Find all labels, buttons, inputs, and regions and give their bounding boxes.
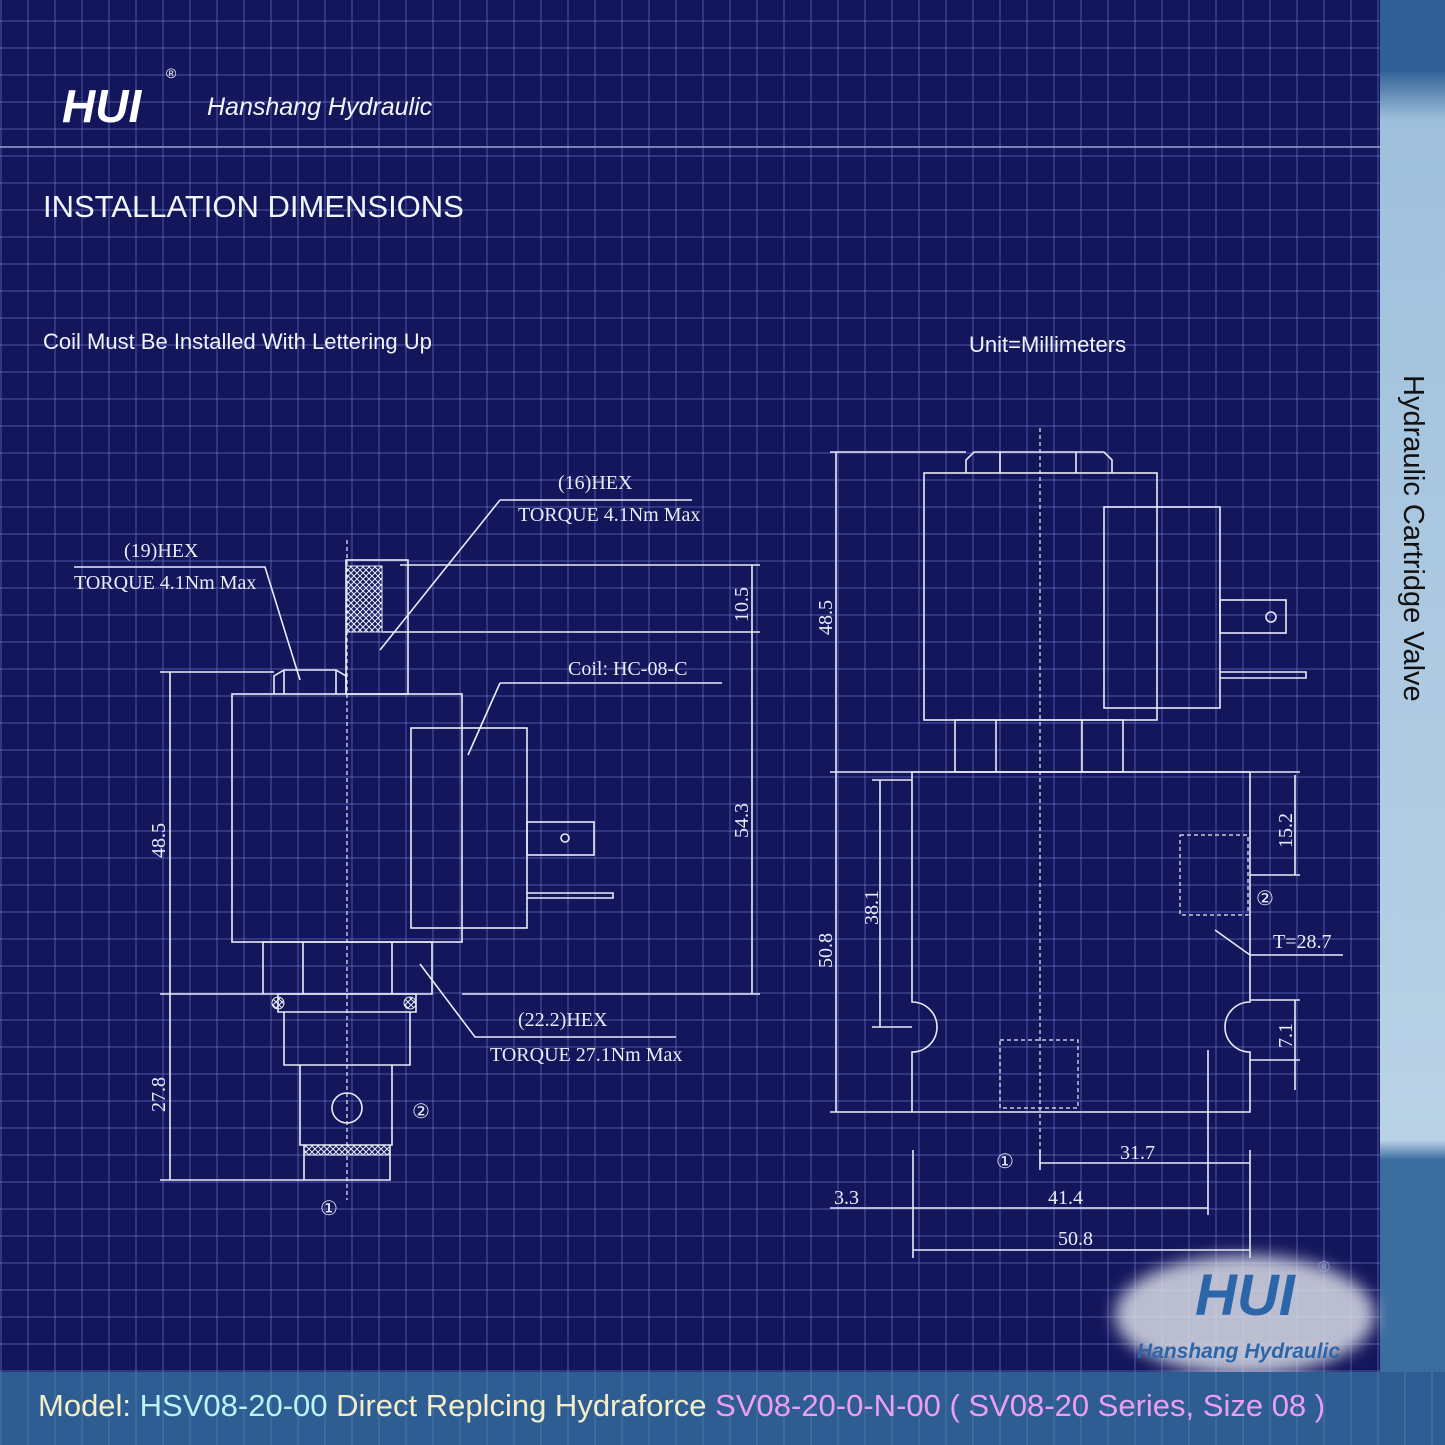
port2-right: ② <box>1256 888 1274 910</box>
dim-top: 10.5 <box>731 587 753 622</box>
right-view <box>830 428 1343 1258</box>
brand-name: Hanshang Hydraulic <box>207 93 433 121</box>
dim-15-2: 15.2 <box>1275 813 1297 848</box>
watermark-brand: Hanshang Hydraulic <box>1137 1340 1340 1363</box>
dim-3-3: 3.3 <box>834 1187 859 1209</box>
port1-right: ① <box>996 1151 1014 1173</box>
blueprint-grid <box>0 0 1380 1372</box>
dim-coil-left: 48.5 <box>148 823 170 858</box>
dim-50-8: 50.8 <box>1058 1228 1093 1250</box>
watermark-registered: ® <box>1318 1259 1330 1276</box>
torque22-label: TORQUE 27.1Nm Max <box>490 1044 682 1066</box>
header-logo: HUI ® <box>62 65 177 132</box>
dim-block: 50.8 <box>815 933 837 968</box>
left-view <box>74 499 760 1200</box>
coil-label: Coil: HC-08-C <box>568 658 687 680</box>
replaced-model: SV08-20-0-N-00 <box>715 1388 941 1423</box>
unit-note: Unit=Millimeters <box>969 332 1126 357</box>
model-number: HSV08-20-00 <box>139 1388 328 1423</box>
side-band <box>1380 0 1445 1372</box>
replace-text: Direct Replcing Hydraforce <box>327 1388 716 1423</box>
torque16-label: TORQUE 4.1Nm Max <box>518 504 700 526</box>
dim-coil-right: 48.5 <box>815 600 837 635</box>
dim-41-4: 41.4 <box>1048 1187 1083 1209</box>
hex16-label: (16)HEX <box>558 472 633 494</box>
page-title: INSTALLATION DIMENSIONS <box>43 189 464 224</box>
torque19-label: TORQUE 4.1Nm Max <box>74 572 256 594</box>
dim-38-1: 38.1 <box>861 890 883 925</box>
install-note: Coil Must Be Installed With Lettering Up <box>43 329 432 354</box>
footer-bar <box>0 1372 1445 1445</box>
port2-left: ② <box>412 1101 430 1123</box>
hex19-label: (19)HEX <box>124 540 199 562</box>
registered-mark: ® <box>166 65 177 81</box>
model-line: Model: HSV08-20-00 Direct Replcing Hydra… <box>38 1388 1325 1424</box>
port1-left: ① <box>320 1198 338 1220</box>
side-label: Hydraulic Cartridge Valve <box>1397 375 1429 702</box>
hex22-label: (22.2)HEX <box>518 1009 608 1031</box>
model-label: Model: <box>38 1388 140 1423</box>
dim-31-7: 31.7 <box>1120 1142 1155 1164</box>
logo-mark: HUI <box>62 80 142 132</box>
series-text: ( SV08-20 Series, Size 08 ) <box>940 1388 1326 1423</box>
thread-label: T=28.7 <box>1273 931 1332 953</box>
watermark-mark: HUI <box>1195 1263 1297 1328</box>
dim-total: 54.3 <box>731 803 753 838</box>
dim-7-1: 7.1 <box>1275 1023 1297 1048</box>
watermark-logo: HUI ® Hanshang Hydraulic <box>1115 1255 1375 1375</box>
dim-cartridge: 27.8 <box>148 1077 170 1112</box>
